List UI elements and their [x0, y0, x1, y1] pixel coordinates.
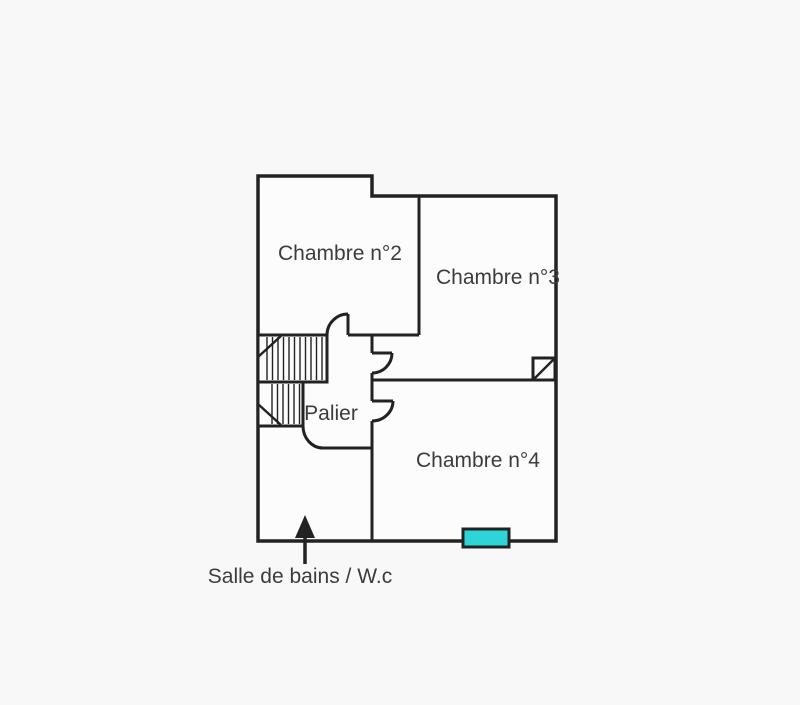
door-swing-chambre-2-icon — [325, 312, 350, 336]
outer-walls — [256, 174, 558, 543]
staircase-lower-flight — [256, 380, 305, 428]
door-swings — [301, 312, 395, 450]
room-label-chambre-3: Chambre n°3 — [436, 266, 560, 289]
interior-walls — [323, 196, 556, 541]
door-swing-chambre-3-icon — [371, 351, 394, 375]
door-swing-chambre-4-icon — [371, 399, 395, 423]
door-swing-salle-de-bains-icon — [301, 425, 324, 450]
staircase-tread-hatch — [266, 337, 323, 424]
window-marker-icon — [461, 527, 511, 549]
room-label-palier: Palier — [304, 402, 358, 425]
staircase-upper-flight — [256, 333, 329, 384]
caption-salle-de-bains: Salle de bains / W.c — [208, 565, 392, 588]
staircase — [256, 333, 329, 428]
corner-flue-icon — [531, 356, 557, 382]
room-label-chambre-4: Chambre n°4 — [416, 449, 540, 472]
room-label-chambre-2: Chambre n°2 — [278, 242, 402, 265]
staircase-break-lines — [257, 335, 282, 426]
bathroom-arrow-icon — [295, 515, 315, 564]
